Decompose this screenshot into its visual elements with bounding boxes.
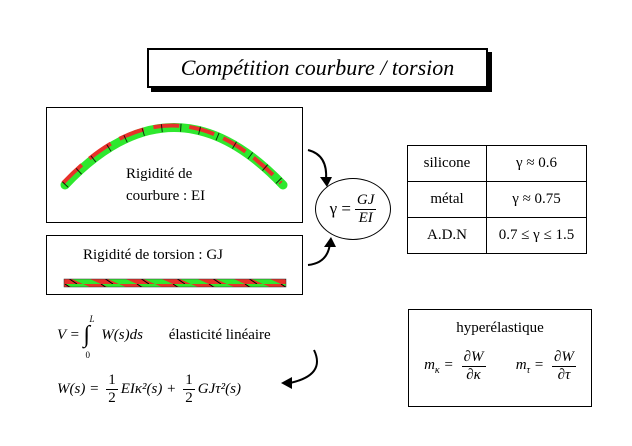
integral-lower: 0 <box>85 350 91 360</box>
half-denominator: 2 <box>108 390 116 406</box>
table-row: A.D.N 0.7 ≤ γ ≤ 1.5 <box>407 217 587 254</box>
torsion-rigidity-label: Rigidité de torsion : GJ <box>83 247 223 263</box>
dW-numerator: ∂W <box>461 349 486 367</box>
gamma-numerator: GJ <box>354 191 377 210</box>
w-lhs: W(s) = <box>57 381 100 397</box>
v-lhs: V = <box>57 326 80 343</box>
half-numerator: 1 <box>183 372 195 390</box>
gamma-comparison-table: silicone γ ≈ 0.6 métal γ ≈ 0.75 A.D.N 0.… <box>407 145 587 254</box>
gamma-denominator: EI <box>358 209 373 226</box>
half-fraction: 1 2 <box>106 372 118 407</box>
dtau-denominator: ∂τ <box>557 367 571 383</box>
gamma-value-cell: 0.7 ≤ γ ≤ 1.5 <box>486 217 587 254</box>
integral-sign: ∫ L 0 <box>83 314 95 360</box>
gamma-definition: γ = GJ EI <box>315 178 391 240</box>
energy-density: W(s) = 1 2 EIκ²(s) + 1 2 GJτ²(s) <box>57 372 241 407</box>
table-row: métal γ ≈ 0.75 <box>407 181 587 218</box>
m-tau-symbol: m <box>515 357 527 373</box>
page-title: Compétition courbure / torsion <box>147 48 488 88</box>
material-cell: métal <box>407 181 487 218</box>
gamma-value-cell: γ ≈ 0.75 <box>486 181 587 218</box>
torsion-panel: Rigidité de torsion : GJ <box>46 235 303 295</box>
bending-label-line2: courbure : EI <box>126 188 206 204</box>
gamma-fraction: GJ EI <box>354 191 377 227</box>
linear-elasticity-label: élasticité linéaire <box>168 326 271 343</box>
twisted-rod-illustration <box>63 278 287 288</box>
dW-numerator: ∂W <box>552 349 576 367</box>
half-denominator: 2 <box>185 390 193 406</box>
m-kappa-symbol: m <box>424 357 435 373</box>
hyperelastic-formulas: mκ = ∂W ∂κ mτ = ∂W ∂τ <box>409 349 591 384</box>
m-kappa-formula: mκ = ∂W ∂κ <box>424 349 486 384</box>
gamma-lhs: γ = <box>329 199 351 218</box>
m-tau-formula: mτ = ∂W ∂τ <box>515 349 576 384</box>
hyperelastic-box: hyperélastique mκ = ∂W ∂κ mτ = ∂W ∂τ <box>408 309 592 407</box>
arrow-linear-to-density <box>281 349 318 389</box>
table-row: silicone γ ≈ 0.6 <box>407 145 587 182</box>
bending-panel: Rigidité de courbure : EI <box>46 107 303 223</box>
half-fraction: 1 2 <box>183 372 195 407</box>
material-cell: A.D.N <box>407 217 487 254</box>
m-kappa-subscript: κ <box>434 365 440 376</box>
arrows-to-gamma <box>307 149 336 266</box>
dW-dtau-fraction: ∂W ∂τ <box>552 349 576 384</box>
torsion-term: GJτ²(s) <box>197 381 241 397</box>
bending-term: EIκ²(s) + <box>120 381 177 397</box>
energy-integral: V = ∫ L 0 W(s)ds élasticité linéaire <box>57 314 271 368</box>
integral-upper: L <box>89 314 95 324</box>
bent-rod-illustration <box>60 123 288 190</box>
dW-dkappa-fraction: ∂W ∂κ <box>461 349 486 384</box>
material-cell: silicone <box>407 145 487 182</box>
dkappa-denominator: ∂κ <box>466 367 481 383</box>
half-numerator: 1 <box>106 372 118 390</box>
hyperelastic-title: hyperélastique <box>456 320 544 336</box>
bending-rigidity-label: Rigidité de courbure : EI <box>126 163 205 207</box>
v-rhs: W(s)ds <box>101 326 143 343</box>
bending-label-line1: Rigidité de <box>126 166 193 182</box>
gamma-value-cell: γ ≈ 0.6 <box>486 145 587 182</box>
m-tau-subscript: τ <box>526 365 531 376</box>
